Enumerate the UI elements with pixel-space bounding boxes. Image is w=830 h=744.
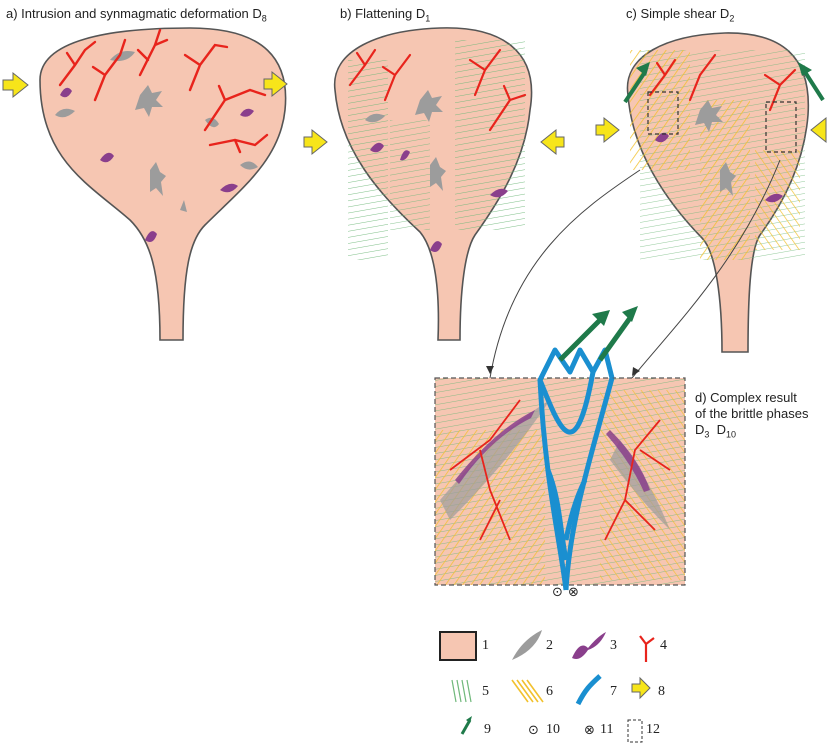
panel-d-shear-arrows [560,306,638,360]
panel-a-body [3,28,287,340]
green-lines-icon [452,680,471,702]
legend-num-10: 10 [546,722,560,738]
panel-b-body [304,28,564,340]
legend-cross-circle-icon: ⊗ [584,723,595,738]
legend-num-8: 8 [658,684,665,700]
purple-schlieren-icon [572,632,606,659]
panel-b-left-arrow-icon [304,130,327,154]
panel-c-body [486,33,826,378]
pink-box-icon [440,632,476,660]
red-vein-icon [640,636,654,662]
legend-num-2: 2 [546,638,553,654]
yellow-lines-icon [512,680,543,702]
legend-num-11: 11 [600,722,613,738]
panel-c-left-arrow-icon [596,118,619,142]
cross-circle-icon: ⊗ [568,585,579,600]
legend-num-7: 7 [610,684,617,700]
yellow-arrow-icon [632,678,650,698]
legend-num-6: 6 [546,684,553,700]
legend-num-4: 4 [660,638,667,654]
dot-circle-icon: ⊙ [552,585,563,600]
legend-num-12: 12 [646,722,660,738]
legend-num-3: 3 [610,638,617,654]
green-arrow-icon [462,716,472,734]
panel-b-right-arrow-icon [541,130,564,154]
panel-c-right-arrow-icon [811,118,826,142]
panel-a-left-arrow-icon [3,73,28,97]
grey-enclave-icon [512,630,542,660]
legend-num-1: 1 [482,638,489,654]
legend-dot-circle-icon: ⊙ [528,723,539,738]
dashed-box-icon [628,720,642,742]
blue-fault-icon [578,676,600,704]
legend-num-5: 5 [482,684,489,700]
legend-num-9: 9 [484,722,491,738]
